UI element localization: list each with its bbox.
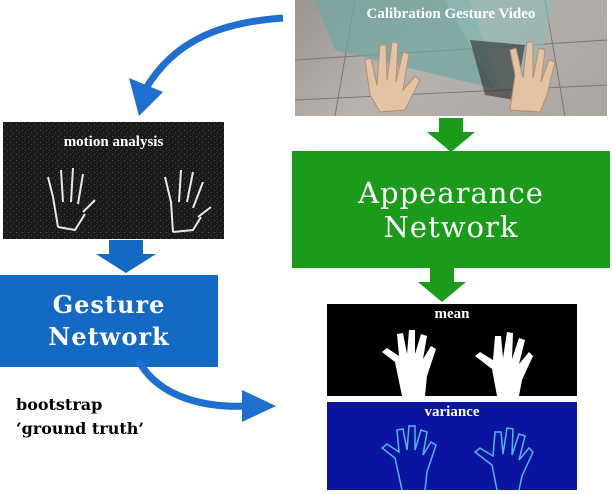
variance-hands: [380, 425, 534, 490]
gesture-network-box: Gesture Network: [0, 275, 218, 367]
motion-analysis-panel: motion analysis: [3, 122, 224, 239]
motion-analysis-label: motion analysis: [63, 134, 164, 150]
curved-arrow-gesture-to-variance: [134, 360, 276, 422]
calibration-video-label: Calibration Gesture Video: [366, 6, 536, 22]
motion-scene: [3, 122, 224, 239]
appearance-network-label: Appearance Network: [358, 175, 544, 244]
down-arrow-video-to-appearance: [427, 118, 475, 152]
down-arrow-motion-to-gesture: [96, 240, 156, 273]
down-arrow-appearance-to-mean: [418, 268, 466, 302]
mean-label: mean: [434, 306, 470, 322]
gesture-network-label: Gesture Network: [48, 290, 170, 351]
variance-panel: variance: [327, 402, 577, 490]
mean-hands: [382, 330, 533, 396]
curved-arrow-video-to-motion: [129, 14, 284, 116]
appearance-network-box: Appearance Network: [292, 151, 610, 268]
video-scene: [295, 0, 607, 116]
variance-label: variance: [424, 404, 480, 420]
calibration-video-panel: Calibration Gesture Video: [295, 0, 607, 116]
mean-panel: mean: [327, 304, 577, 396]
bootstrap-ground-truth-text: bootstrap ‘ground truth’: [16, 395, 144, 438]
